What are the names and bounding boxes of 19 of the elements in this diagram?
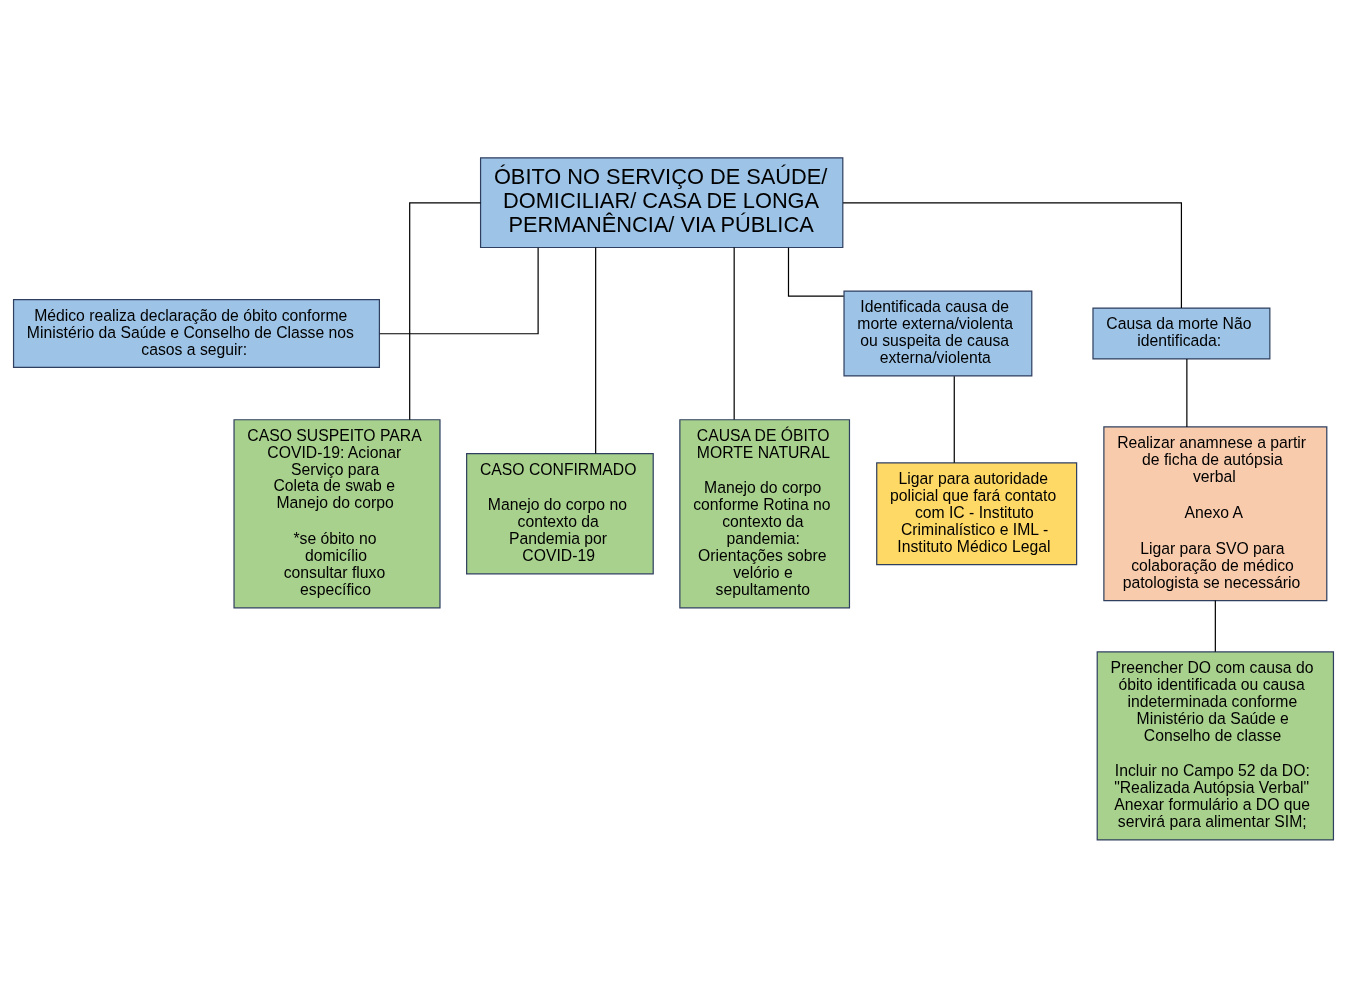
connector <box>842 201 1182 309</box>
connector <box>1214 599 1216 652</box>
node-box: Causa da morte Não identificada: <box>1092 306 1271 360</box>
connector <box>733 246 735 420</box>
node-box: CASO CONFIRMADO Manejo do corpo no contexto da Pandemia por COVID-19 <box>466 452 654 574</box>
node-box: Médico realiza declaração de óbito conforme Ministério da Saúde e Conselho de Classe nos casos a seguir: <box>12 298 380 368</box>
node-box: Ligar para autoridade policial que fará contato com IC - Instituto Criminalístico e IML - Instituto Médico Legal <box>876 461 1078 565</box>
connector <box>595 246 597 454</box>
node-box: CAUSA DE ÓBITO MORTE NATURAL Manejo do corpo conforme Rotina no contexto da pandemia: Orientações sobre velório e sepultamento <box>679 418 851 608</box>
node-box: ÓBITO NO SERVIÇO DE SAÚDE/ DOMICILIAR/ CASA DE LONGA PERMANÊNCIA/ VIA PÚBLICA <box>479 156 844 248</box>
node-box: Identificada causa de morte externa/violenta ou suspeita de causa externa/violenta <box>843 290 1033 376</box>
connector <box>409 201 482 420</box>
connector <box>1186 357 1188 428</box>
connector <box>379 246 539 334</box>
connector <box>953 375 955 463</box>
connector <box>787 246 845 297</box>
node-box: Preencher DO com causa do óbito identificada ou causa indeterminada conforme Ministério da Saúde e Conselho de classe Incluir no Campo 52 da DO: "Realizada Autópsia Verbal" Anexar formulário a DO que servirá para alimentar SIM; <box>1096 650 1335 840</box>
node-box: Realizar anamnese a partir de ficha de autópsia verbal Anexo A Ligar para SVO para colaboração de médico patologista se necessário <box>1103 425 1328 601</box>
node-box: CASO SUSPEITO PARA COVID-19: Acionar Serviço para Coleta de swab e Manejo do corpo *se óbito no domicílio consultar fluxo específico <box>233 418 441 608</box>
